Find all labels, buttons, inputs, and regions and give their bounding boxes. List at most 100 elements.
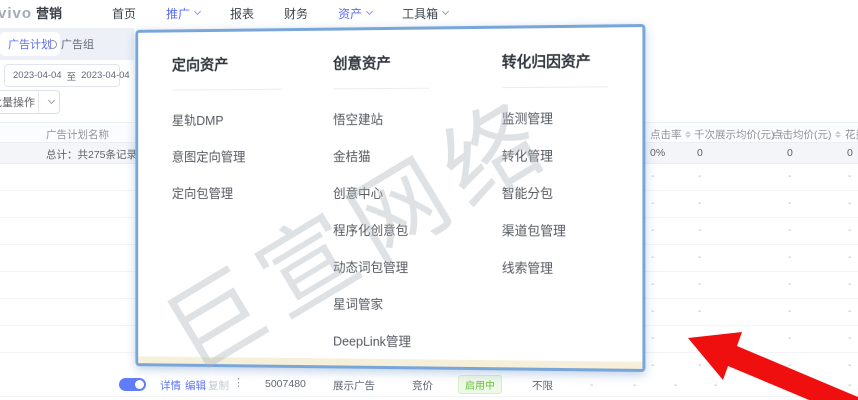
- divider: [38, 91, 39, 113]
- nav-reports[interactable]: 报表: [230, 6, 255, 21]
- nav-finance[interactable]: 财务: [284, 6, 309, 21]
- empty-cell: -: [674, 380, 678, 391]
- menu-item-star-words[interactable]: 星词管家: [333, 296, 384, 312]
- empty-cell: -: [788, 306, 792, 317]
- nav-assets-label: 资产: [338, 6, 363, 21]
- empty-cell: -: [848, 333, 852, 344]
- column-header-label: 花费: [845, 129, 858, 141]
- tab-strip: 广告计划 广告组: [0, 28, 134, 60]
- empty-cell: -: [848, 380, 852, 391]
- menu-item-monitoring[interactable]: 监测管理: [501, 111, 554, 127]
- empty-cell: -: [651, 225, 655, 236]
- empty-cell: -: [651, 333, 655, 344]
- menu-item-conversion[interactable]: 转化管理: [501, 148, 554, 164]
- empty-cell: -: [651, 279, 655, 290]
- nav-assets[interactable]: 资产: [338, 5, 374, 22]
- menu-list: 星轨DMP 意图定向管理 定向包管理: [172, 102, 282, 212]
- column-header-label: 点击均价(元): [772, 129, 832, 141]
- column-header-cost[interactable]: 花费: [845, 127, 858, 142]
- copy-link[interactable]: 复制: [208, 380, 229, 392]
- empty-cell: -: [698, 306, 702, 317]
- sort-icon[interactable]: [684, 131, 691, 138]
- panel-column-title: 转化归因资产: [501, 53, 591, 72]
- divider: [333, 87, 430, 90]
- date-start[interactable]: 2023-04-04: [13, 70, 62, 81]
- column-header-cpc[interactable]: 点击均价(元): [772, 127, 841, 142]
- logo-marketing-text: 营销: [36, 6, 63, 21]
- more-actions-icon[interactable]: ⋮: [233, 377, 244, 389]
- nav-promotion-label: 推广: [166, 6, 191, 21]
- tab-ad-group-label: 广告组: [61, 39, 94, 51]
- menu-item-kumquat-cat[interactable]: 金桔猫: [333, 149, 371, 165]
- chevron-down-icon: [39, 96, 59, 105]
- edit-link[interactable]: 编辑: [185, 380, 206, 392]
- ad-group-icon: [48, 39, 57, 49]
- menu-list: 监测管理 转化管理 智能分包 渠道包管理 线索管理: [502, 100, 609, 288]
- empty-cell: -: [698, 252, 702, 263]
- empty-cell: -: [590, 380, 594, 391]
- bulk-action-label: 批量操作: [0, 97, 35, 109]
- empty-cell: -: [698, 171, 702, 182]
- column-header-label: 点击率: [650, 129, 682, 141]
- bulk-action-dropdown[interactable]: 批量操作: [0, 90, 60, 114]
- tab-ad-group[interactable]: 广告组: [48, 32, 94, 56]
- empty-cell: -: [698, 333, 702, 344]
- empty-cell: -: [698, 360, 702, 371]
- empty-cell: -: [848, 360, 852, 371]
- summary-label: 总计：共275条记录: [46, 149, 138, 161]
- toggle-knob: [135, 380, 144, 389]
- nav-toolbox[interactable]: 工具箱: [402, 5, 450, 22]
- sort-icon[interactable]: [834, 131, 841, 138]
- menu-item-deeplink[interactable]: DeepLink管理: [333, 333, 412, 350]
- date-end[interactable]: 2023-04-04: [81, 70, 130, 81]
- empty-cell: -: [788, 198, 792, 209]
- menu-item-creative-center[interactable]: 创意中心: [333, 186, 384, 201]
- chevron-down-icon: [366, 7, 374, 16]
- date-range-picker[interactable]: 2023-04-04 至 2023-04-04: [4, 64, 130, 87]
- status-badge: 启用中: [458, 375, 502, 394]
- sort-icon[interactable]: [777, 131, 784, 138]
- column-header-cpm[interactable]: 千次展示均价(元): [694, 127, 784, 142]
- budget: 不限: [532, 380, 553, 392]
- empty-cell: -: [848, 279, 852, 290]
- menu-item-smart-package[interactable]: 智能分包: [501, 185, 554, 202]
- empty-cell: -: [848, 198, 852, 209]
- empty-cell: -: [698, 225, 702, 236]
- panel-column-creative: 创意资产 悟空建站 金桔猫 创意中心 程序化创意包 动态词包管理 星词管家 De…: [333, 52, 430, 361]
- menu-item-dynamic-words[interactable]: 动态词包管理: [333, 259, 409, 276]
- empty-cell: -: [788, 279, 792, 290]
- column-header-label: 千次展示均价(元): [694, 129, 775, 141]
- menu-item-intent-targeting[interactable]: 意图定向管理: [171, 149, 246, 165]
- chevron-down-icon: [193, 7, 202, 16]
- empty-cell: -: [848, 252, 852, 263]
- empty-cell: -: [651, 360, 655, 371]
- menu-item-channel-package[interactable]: 渠道包管理: [501, 223, 566, 239]
- empty-cell: -: [788, 333, 792, 344]
- chevron-down-icon: [442, 7, 450, 16]
- buy-mode: 竞价: [412, 380, 433, 392]
- panel-bottom-strip: [138, 356, 643, 369]
- detail-link[interactable]: 详情: [160, 380, 181, 392]
- empty-cell: -: [651, 252, 655, 263]
- column-header-plan-name: 广告计划名称: [46, 129, 109, 141]
- nav-home[interactable]: 首页: [112, 6, 137, 21]
- nav-promotion[interactable]: 推广: [166, 5, 202, 22]
- summary-cost: 0: [847, 147, 853, 159]
- status-toggle[interactable]: [119, 378, 146, 391]
- empty-cell: -: [633, 380, 637, 391]
- menu-item-dmp[interactable]: 星轨DMP: [171, 112, 224, 129]
- panel-column-title: 定向资产: [171, 56, 229, 74]
- menu-item-targeting-package[interactable]: 定向包管理: [171, 186, 234, 201]
- empty-cell: -: [651, 306, 655, 317]
- summary-cpc: 0: [787, 147, 793, 159]
- column-header-ctr[interactable]: 点击率: [650, 127, 691, 142]
- empty-cell: -: [788, 360, 792, 371]
- menu-item-site-builder[interactable]: 悟空建站: [333, 112, 384, 128]
- menu-item-leads[interactable]: 线索管理: [501, 260, 554, 276]
- empty-cell: -: [788, 171, 792, 182]
- empty-cell: -: [848, 306, 852, 317]
- menu-item-programmatic-creative[interactable]: 程序化创意包: [333, 222, 409, 239]
